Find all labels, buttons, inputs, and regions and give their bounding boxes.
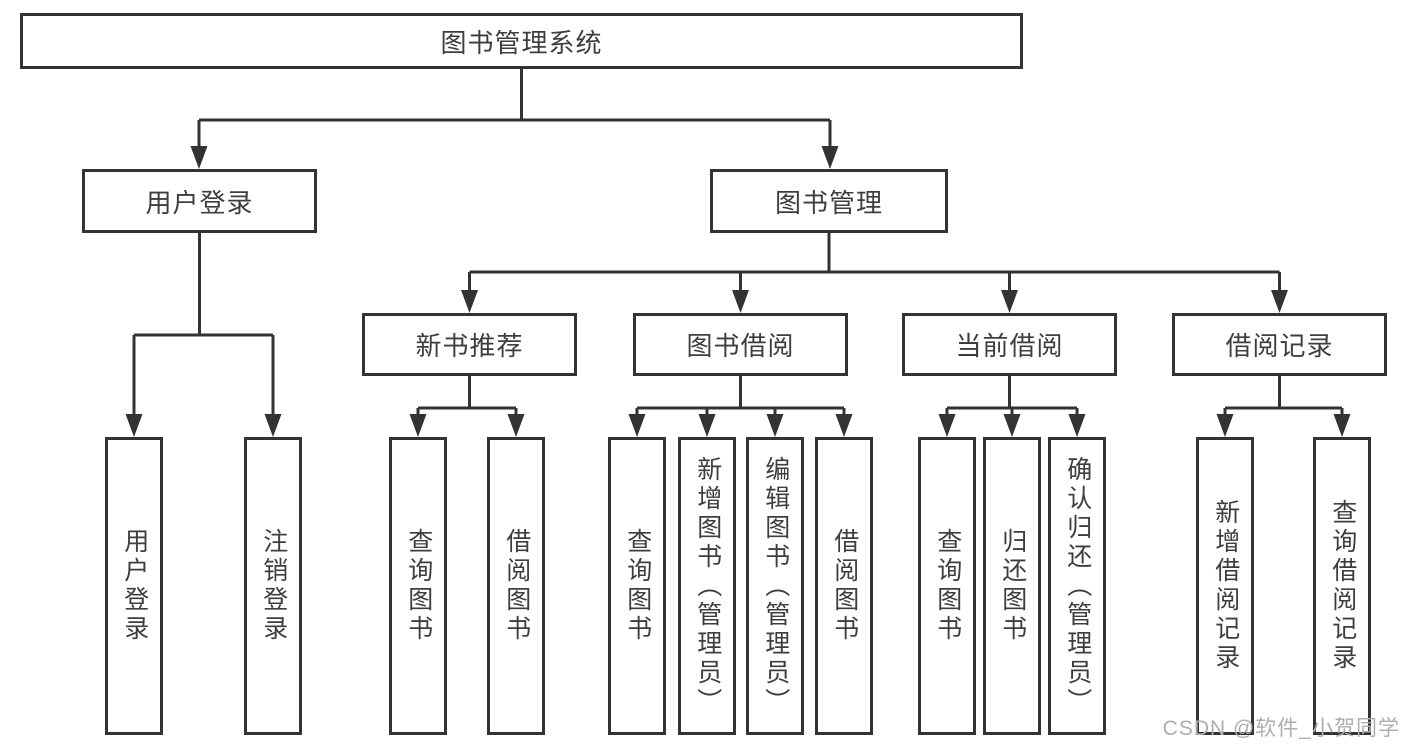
leaf-borrow-books-recommend: 借阅图书	[487, 437, 545, 735]
leaf-confirm-return-admin: 确认归还（管理员）	[1048, 437, 1106, 735]
node-new-book-recommendation: 新书推荐	[362, 313, 577, 376]
leaf-user-login: 用户登录	[105, 437, 163, 735]
node-book-management: 图书管理	[710, 169, 948, 233]
leaf-return-books: 归还图书	[983, 437, 1041, 735]
node-library-management-system: 图书管理系统	[20, 13, 1023, 69]
leaf-query-borrow-record: 查询借阅记录	[1313, 437, 1371, 735]
leaf-query-books-current: 查询图书	[918, 437, 976, 735]
csdn-watermark: CSDN @软件_小贺同学	[1162, 717, 1400, 740]
leaf-query-books-borrowing: 查询图书	[608, 437, 666, 735]
node-current-borrowing: 当前借阅	[902, 313, 1117, 376]
leaf-add-books-admin: 新增图书（管理员）	[678, 437, 736, 735]
node-borrowing-records: 借阅记录	[1172, 313, 1387, 376]
leaf-query-books-recommend: 查询图书	[389, 437, 447, 735]
leaf-add-borrow-record: 新增借阅记录	[1196, 437, 1254, 735]
leaf-logout: 注销登录	[244, 437, 302, 735]
node-book-borrowing: 图书借阅	[633, 313, 848, 376]
node-user-login: 用户登录	[82, 169, 317, 233]
leaf-edit-books-admin: 编辑图书（管理员）	[746, 437, 804, 735]
leaf-borrow-books: 借阅图书	[815, 437, 873, 735]
